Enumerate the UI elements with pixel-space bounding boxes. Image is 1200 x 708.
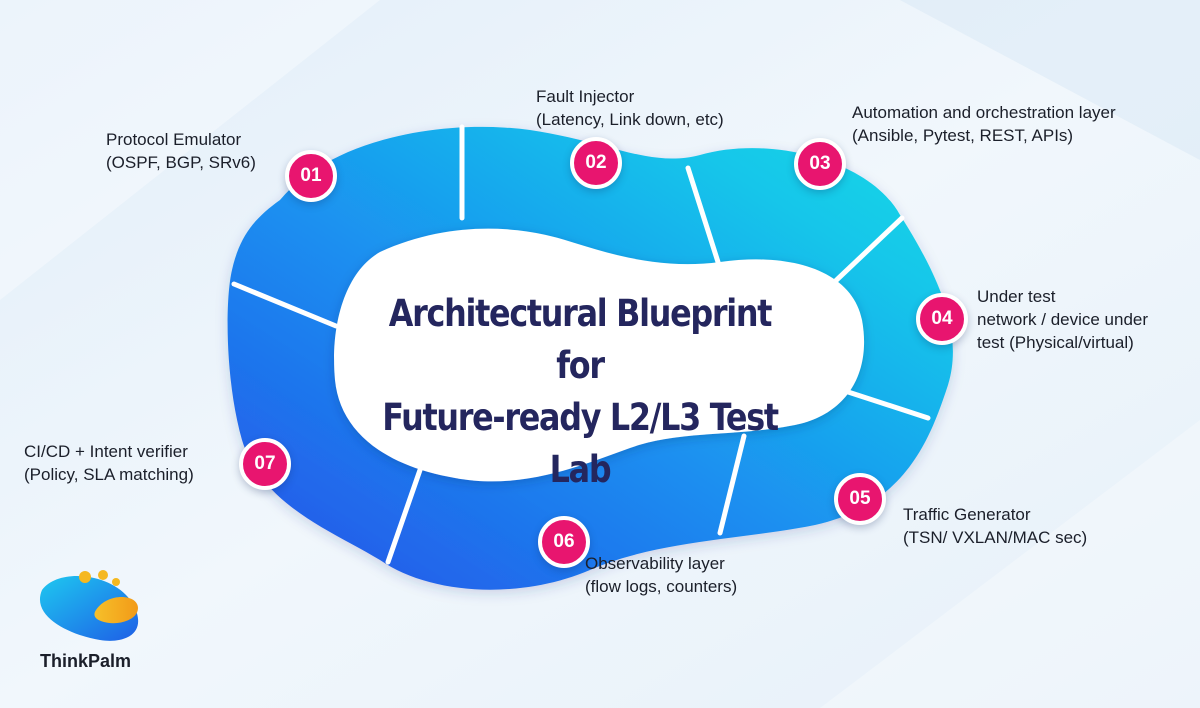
step-03-line-1: Automation and orchestration layer xyxy=(852,103,1116,122)
step-05-line-1: Traffic Generator xyxy=(903,505,1031,524)
background-facet xyxy=(900,0,1200,160)
step-badge-03: 03 xyxy=(794,138,846,190)
title-line-2: Future-ready L2/L3 Test Lab xyxy=(382,396,779,491)
step-06-line-2: (flow logs, counters) xyxy=(585,577,738,596)
step-03-line-2: (Ansible, Pytest, REST, APIs) xyxy=(852,126,1074,145)
step-badge-07: 07 xyxy=(239,438,291,490)
step-badge-05: 05 xyxy=(834,473,886,525)
step-07-line-1: CI/CD + Intent verifier xyxy=(24,442,188,461)
step-02-line-1: Fault Injector xyxy=(536,87,635,106)
step-01-line-2: (OSPF, BGP, SRv6) xyxy=(106,153,256,172)
background-facet xyxy=(820,420,1200,708)
step-01-line-1: Protocol Emulator xyxy=(106,130,242,149)
divider-06-07 xyxy=(385,467,423,565)
thinkpalm-logo-icon xyxy=(39,570,139,641)
divider-05-06 xyxy=(717,433,747,536)
step-label-04: Under test network / device under test (… xyxy=(977,285,1148,354)
brand-name: ThinkPalm xyxy=(40,651,132,671)
diagram-title: Architectural Blueprint for Future-ready… xyxy=(365,288,795,496)
inner-blob xyxy=(334,228,865,482)
step-badge-02: 02 xyxy=(570,137,622,189)
step-04-line-3: test (Physical/virtual) xyxy=(977,333,1134,352)
divider-03-04 xyxy=(823,215,905,293)
divider-07-01 xyxy=(231,281,339,329)
step-badge-06: 06 xyxy=(538,516,590,568)
background-facet xyxy=(0,0,380,300)
step-label-07: CI/CD + Intent verifier (Policy, SLA mat… xyxy=(24,440,194,486)
step-badge-01: 01 xyxy=(285,150,337,202)
step-02-line-2: (Latency, Link down, etc) xyxy=(536,110,724,129)
title-line-1: Architectural Blueprint for xyxy=(388,292,773,387)
step-label-05: Traffic Generator (TSN/ VXLAN/MAC sec) xyxy=(903,503,1087,549)
divider-02-03 xyxy=(685,165,721,265)
step-05-line-2: (TSN/ VXLAN/MAC sec) xyxy=(903,528,1088,547)
step-label-06: Observability layer (flow logs, counters… xyxy=(585,552,737,598)
step-badge-04: 04 xyxy=(916,293,968,345)
step-label-02: Fault Injector (Latency, Link down, etc) xyxy=(536,85,724,131)
step-label-03: Automation and orchestration layer (Ansi… xyxy=(852,101,1116,147)
step-04-line-1: Under test xyxy=(977,287,1056,306)
step-06-line-1: Observability layer xyxy=(585,554,725,573)
segment-dividers xyxy=(231,124,931,565)
step-label-01: Protocol Emulator (OSPF, BGP, SRv6) xyxy=(106,128,256,174)
divider-04-05 xyxy=(839,387,931,421)
step-07-line-2: (Policy, SLA matching) xyxy=(24,465,194,484)
step-04-line-2: network / device under xyxy=(977,310,1149,329)
